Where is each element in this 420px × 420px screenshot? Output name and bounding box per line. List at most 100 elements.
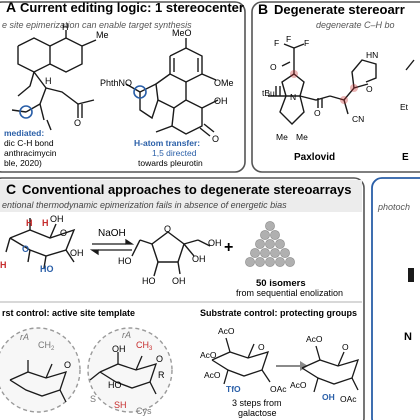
atom-o-c1: O [60, 228, 67, 238]
atom-ome-a2: OMe [214, 78, 234, 88]
stereocenter-highlight-a1 [19, 105, 33, 119]
drug-name-1: Paxlovid [294, 152, 335, 163]
atom-tfo: TfO [226, 384, 241, 394]
atom-me-b1: Me [296, 132, 308, 142]
panel-b-subtitle: degenerate C–H bo [316, 20, 395, 30]
atom-oh-c1: OH [50, 214, 64, 224]
panel-d-title: photoch [377, 202, 410, 212]
atom-oh-t2: OH [112, 344, 126, 354]
protected-sugar-2 [301, 345, 360, 393]
ref1-year: ble, 2020) [4, 158, 42, 168]
stereocenter-highlight-b1 [290, 70, 298, 78]
atom-h-red-3: H [0, 260, 7, 270]
atom-o-b: O [270, 62, 277, 72]
atom-ho-t2: HO [108, 380, 122, 390]
furanose-structure [131, 231, 211, 277]
atom-o-b2: O [314, 108, 321, 118]
isomer-sphere [275, 257, 285, 267]
atom-oac-p1: OAc [270, 384, 287, 394]
atom-n-b: N [290, 92, 296, 102]
atom-oh-f1: OH [208, 238, 222, 248]
panel-c-title: Conventional approaches to degenerate st… [22, 182, 351, 197]
stereocenter-highlight-b3 [350, 84, 358, 92]
atom-oh-a: OH [214, 96, 228, 106]
atom-o-a2: O [212, 134, 219, 144]
isomer-pyramid [245, 221, 295, 267]
isomer-sphere [255, 239, 265, 249]
atom-oh-f3: OH [172, 276, 186, 286]
isomer-sphere [245, 257, 255, 267]
panel-a: A Current editing logic: 1 stereocenter … [0, 0, 246, 173]
atom-o-b3: O [366, 84, 373, 94]
atom-f-b1: F [286, 34, 291, 44]
reagent-naoh: NaOH [98, 228, 126, 239]
atom-aco-p1a: AcO [218, 326, 235, 336]
galactose-chair [5, 218, 76, 269]
panel-b-frame [251, 1, 420, 173]
panel-d-letter: N [404, 331, 412, 343]
atom-me-a: Me [96, 30, 109, 40]
isomer-sphere [275, 239, 285, 249]
atom-o-blue: O [22, 244, 29, 254]
steps-line-2: galactose [238, 408, 277, 418]
active-site-circle-2 [87, 327, 173, 413]
isomer-sphere [285, 257, 295, 267]
panel-d-mark [408, 268, 414, 282]
structure-fragment-b [405, 59, 415, 71]
atom-o-t1: O [64, 360, 71, 370]
atom-ho-blue: HO [40, 264, 54, 274]
panel-c-header-bg [0, 180, 362, 212]
atom-ho-f2: HO [142, 276, 156, 286]
atom-aco-p1c: AcO [204, 370, 221, 380]
template-sugar-2 [89, 352, 158, 395]
panel-a-subtitle: e site epimerization can enable target s… [2, 20, 192, 30]
htransfer-desc: 1,5 directed [152, 148, 197, 158]
isomer-sphere [265, 239, 275, 249]
atom-o-p2: O [342, 342, 349, 352]
residue-ch-2: CH3 [136, 340, 153, 352]
panel-a-frame [0, 1, 246, 173]
panel-c: C Conventional approaches to degenerate … [0, 177, 365, 420]
panel-a-title: Current editing logic: 1 stereocenter [20, 0, 244, 15]
panel-d: photoch N [371, 177, 420, 420]
atom-tbu: tBu [262, 88, 275, 98]
atom-h-a1: H [62, 22, 69, 32]
panel-d-frame [371, 177, 420, 420]
panel-b-letter: B [258, 1, 268, 17]
atom-h-a2: H [45, 76, 52, 86]
atom-h-red-1: H [26, 218, 33, 228]
isomer-sphere [265, 257, 275, 267]
atom-f-b3: F [304, 38, 309, 48]
atom-o-ring: O [164, 224, 171, 234]
isomer-sphere [255, 257, 265, 267]
isomer-sphere [265, 221, 275, 231]
panel-b: B Degenerate stereoarr degenerate C–H bo… [251, 1, 420, 173]
panel-c-letter: C [6, 181, 16, 197]
isomer-sphere [260, 248, 270, 258]
steps-line-1: 3 steps from [232, 398, 282, 408]
panel-c-subtitle: entional thermodynamic epimerization fai… [2, 200, 287, 210]
atom-h-red-2: H [42, 218, 49, 228]
atom-cn-b: CN [352, 114, 364, 124]
atom-oac-p2: OAc [340, 394, 357, 404]
protected-sugar-1 [211, 337, 271, 385]
residue-ch-1: CH2 [38, 340, 55, 352]
isomer-sphere [270, 248, 280, 258]
atom-me-b2: Me [276, 132, 288, 142]
isomers-count: 50 isomers [256, 278, 306, 289]
atom-o-p1: O [258, 342, 265, 352]
anthracimycin-structure [11, 30, 97, 131]
isomer-sphere [270, 230, 280, 240]
atom-o-t2: O [156, 354, 163, 364]
template-sugar-1 [9, 360, 68, 403]
residue-cys: Cys [136, 406, 152, 416]
residue-ra-2: rA [122, 330, 131, 340]
atom-sh-t: SH [114, 400, 127, 410]
stereocenter-highlight-b2 [340, 96, 348, 104]
paxlovid-structure [268, 43, 377, 125]
atom-hn-b: HN [366, 50, 378, 60]
atom-r-t2: R [158, 370, 165, 380]
atom-oh-c2: OH [70, 248, 84, 258]
atom-aco-p1b: AcO [200, 350, 217, 360]
